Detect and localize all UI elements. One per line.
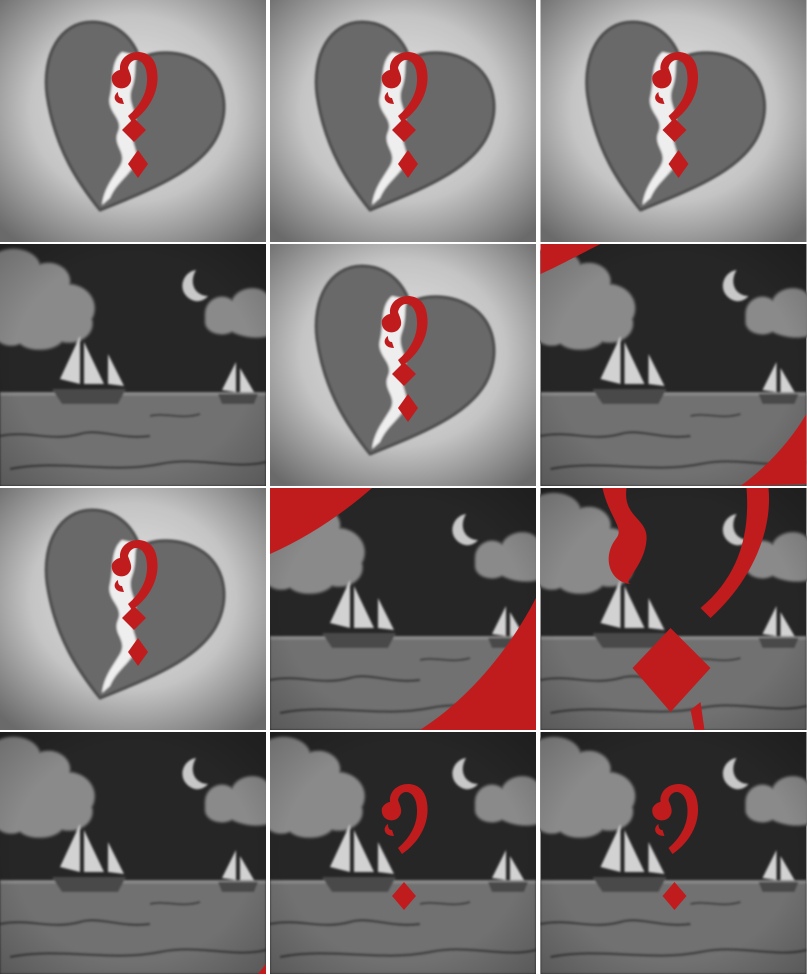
tile-heart: [540, 0, 807, 242]
tile-heart: [270, 0, 536, 242]
heart-image: [270, 0, 536, 242]
sea-image: [540, 732, 807, 974]
sea-image: [540, 488, 807, 730]
sea-image: [540, 244, 807, 486]
heart-image: [0, 488, 266, 730]
tile-sea-ribbon: [270, 488, 536, 730]
tile-sea: [0, 732, 266, 974]
tile-sea-symbol-large: [540, 488, 807, 730]
tile-sea-ribbon: [540, 244, 807, 486]
sea-image: [270, 732, 536, 974]
tile-sea-symbol: [540, 732, 807, 974]
heart-image: [540, 0, 807, 242]
sea-image: [270, 488, 536, 730]
heart-image: [270, 244, 536, 486]
tile-heart: [0, 0, 266, 242]
sea-image: [0, 244, 266, 486]
heart-image: [0, 0, 266, 242]
sea-image: [0, 732, 266, 974]
tile-heart: [270, 244, 536, 486]
tile-sea-symbol: [270, 732, 536, 974]
tile-sea: [0, 244, 266, 486]
tile-heart: [0, 488, 266, 730]
